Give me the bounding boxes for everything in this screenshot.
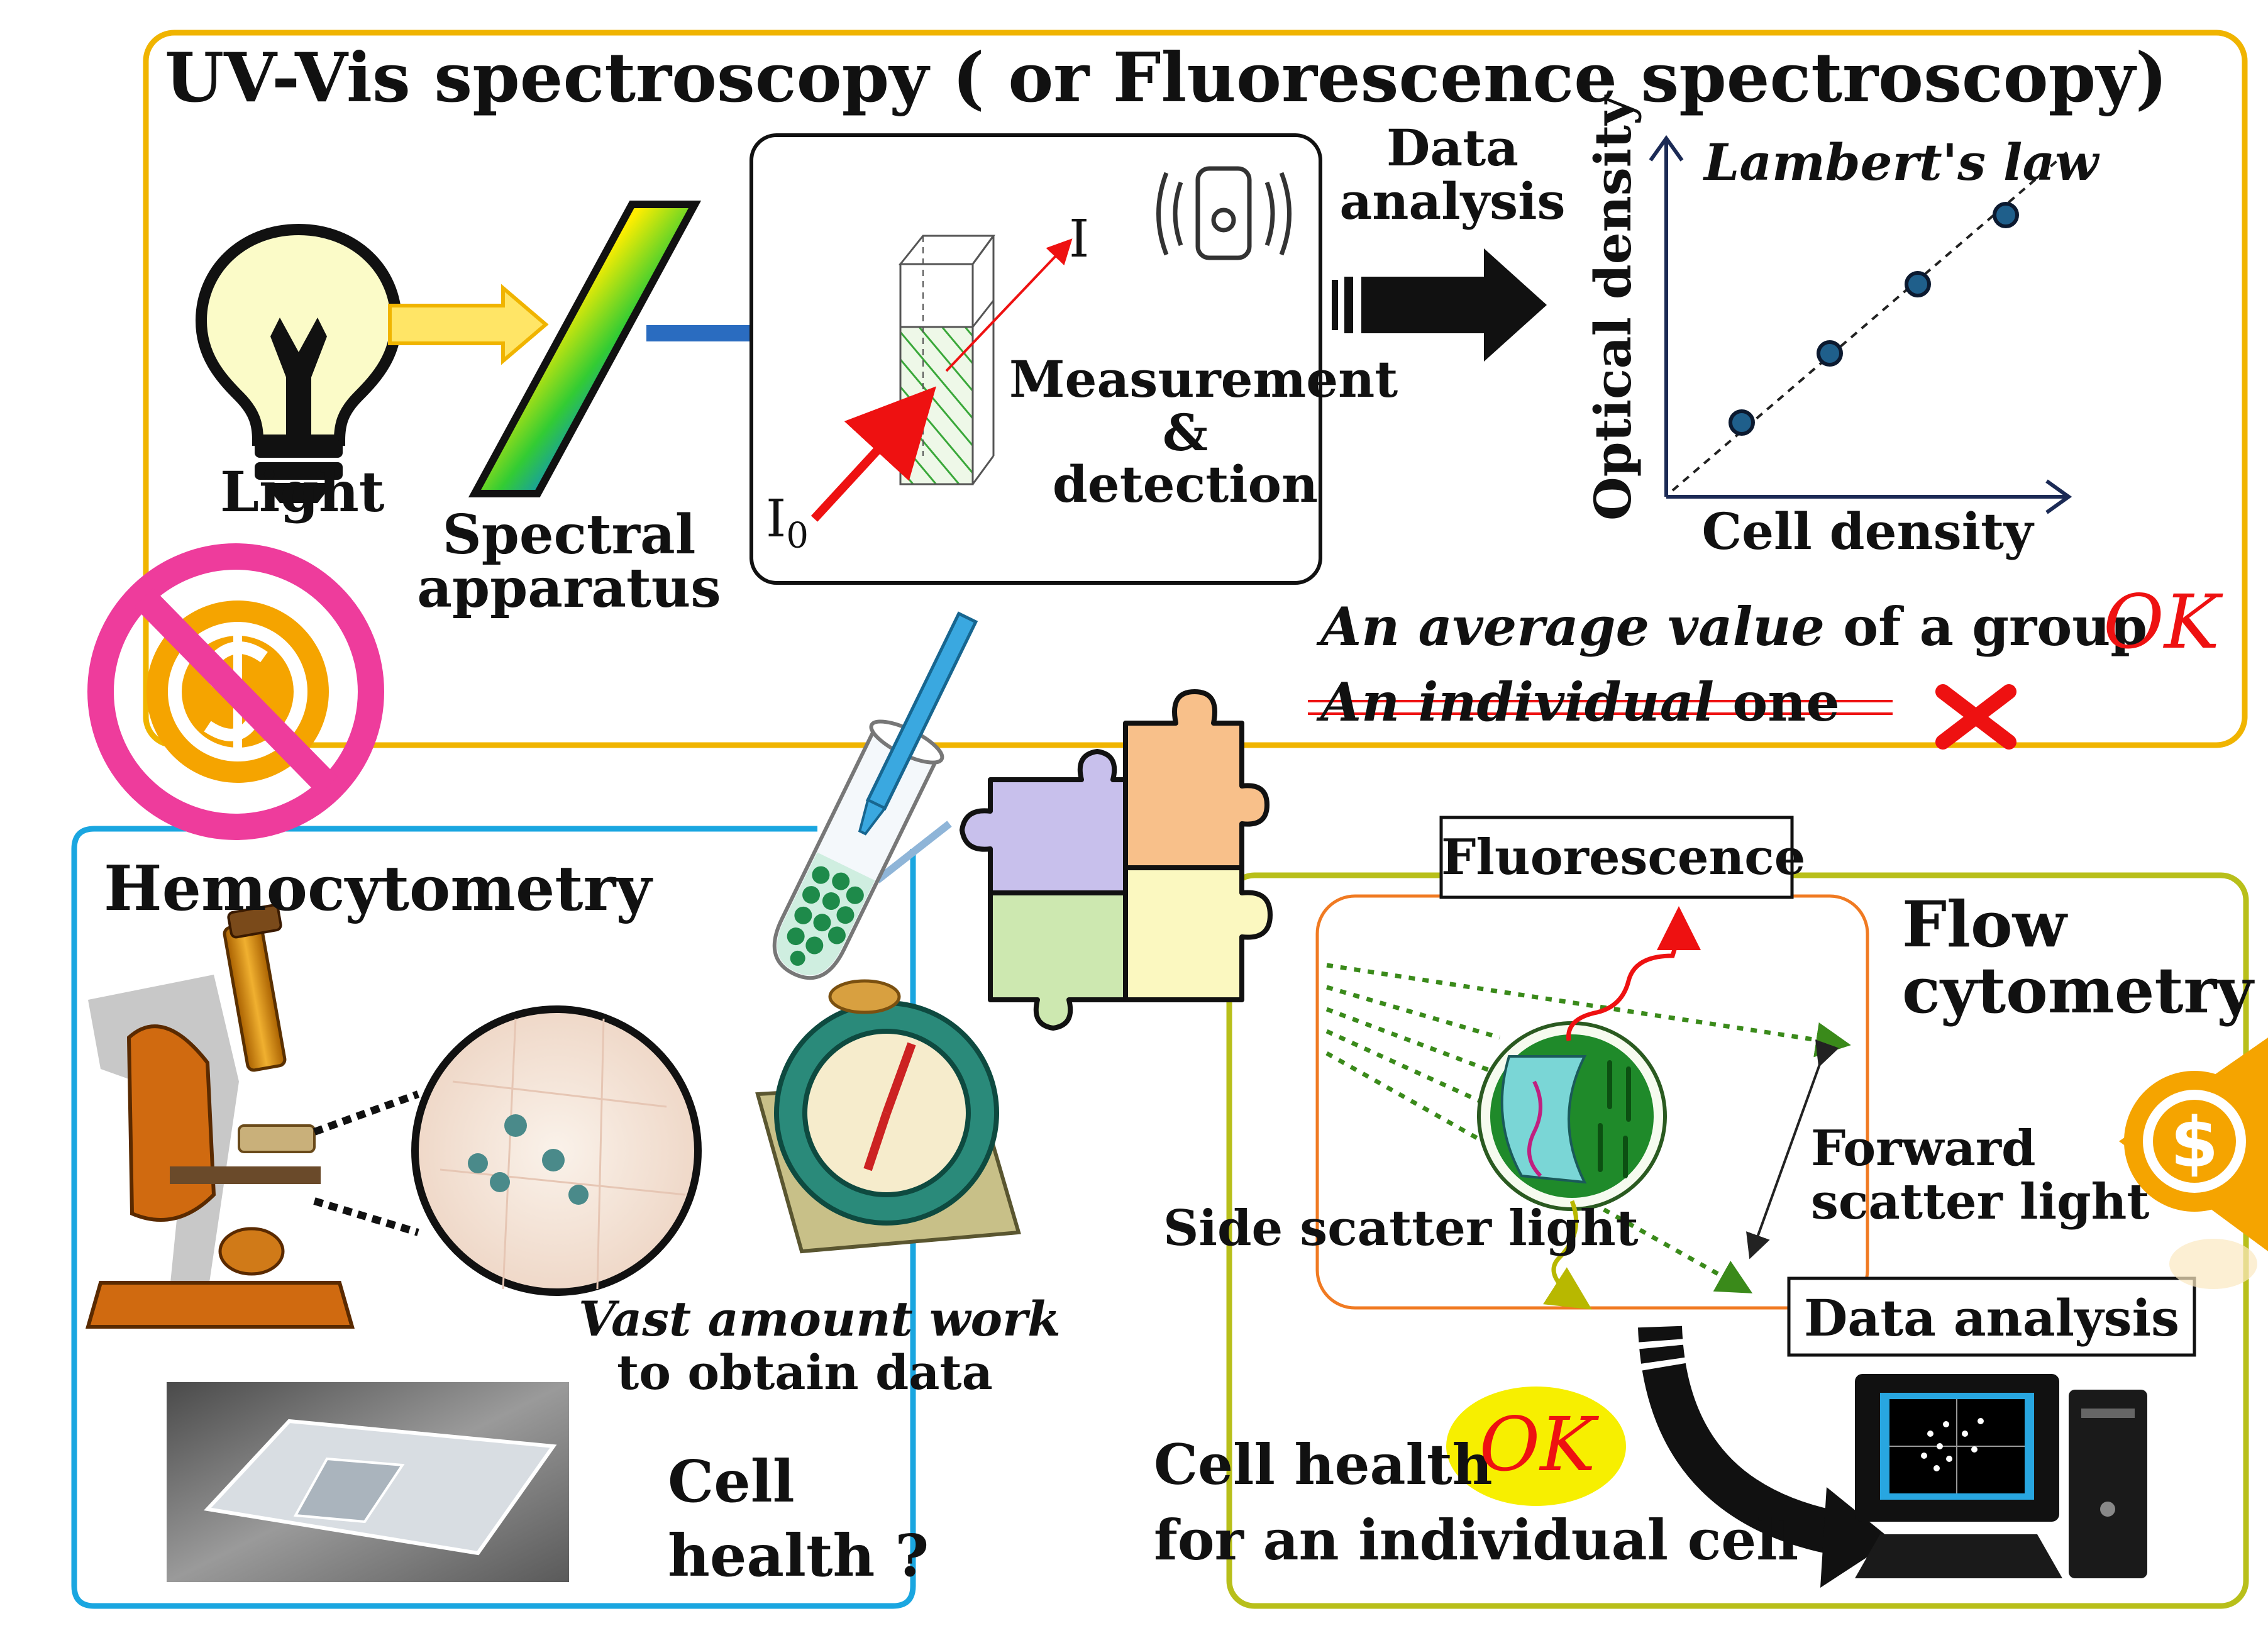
plant-cell-icon [1477, 1021, 1667, 1211]
chart-x-label: Cell density [1701, 502, 2033, 561]
svg-text:$: $ [2171, 1102, 2219, 1183]
alarm-clock-icon [755, 979, 1021, 1254]
analysis-arrow [1332, 248, 1547, 362]
forward-scatter-label-2: scatter light [1811, 1173, 2150, 1231]
hemo-panel-border [71, 826, 916, 1609]
red-x-icon [1935, 684, 2016, 750]
computer-icon [1855, 1374, 2147, 1578]
microscope-icon [86, 904, 420, 1329]
flow-health-2: for an individual cell [1154, 1507, 1799, 1573]
connector-line [875, 821, 952, 883]
spectral-label-2: apparatus [417, 556, 721, 620]
chart-axes [1649, 135, 2072, 514]
forward-scatter-label-1: Forward [1811, 1120, 2036, 1177]
no-money-icon [87, 543, 384, 840]
light-arrow [388, 284, 549, 365]
hemo-health-1: Cell [668, 1448, 795, 1515]
flow-title-1: Flow [1902, 887, 2067, 961]
individual-text: An individual one [1320, 671, 1840, 733]
transmitted-beam [945, 238, 1073, 372]
strike-lines [1308, 700, 1893, 715]
spectral-label-1: Spectral [442, 503, 696, 567]
flow-data-analysis-label: Data analysis [1803, 1288, 2180, 1348]
chart-layer [1671, 150, 2070, 492]
hemo-work-2: to obtain data [617, 1344, 993, 1400]
fluorescence-box [1439, 816, 1794, 899]
measurement-label-1: Measurement [1009, 350, 1398, 409]
coin-icon: $ [2119, 1038, 2268, 1289]
average-value-text: An average value of a group [1320, 595, 2148, 658]
uvvis-title: UV-Vis spectroscopy ( or Fluorescence sp… [165, 38, 2168, 118]
hemo-health-2: health ? [668, 1522, 929, 1590]
ok-badge [1446, 1387, 1626, 1506]
curved-analysis-arrow [1638, 1326, 1893, 1588]
uvvis-ok-label: OK [2103, 578, 2220, 665]
incident-beam [810, 386, 936, 522]
test-tube-icon [772, 611, 978, 980]
puzzle-icon [960, 689, 1273, 1031]
measurement-label-2: & [1162, 403, 1209, 462]
light-label: Light [220, 459, 385, 524]
chart-point [1993, 202, 2019, 228]
chart-point [1905, 271, 1931, 297]
spectral-prism-icon [468, 201, 702, 497]
detector-icon [1156, 166, 1292, 260]
light-bulb-icon [195, 223, 402, 503]
chart-point [1729, 409, 1755, 436]
flow-health-1: Cell health [1154, 1432, 1493, 1497]
hemo-title: Hemocytometry [104, 853, 652, 925]
side-scatter-label: Side scatter light [1163, 1200, 1639, 1257]
fluorescence-ray [1566, 906, 1701, 1041]
forward-scatter-arrow [1746, 1039, 1839, 1259]
measurement-label-3: detection [1052, 455, 1319, 514]
hemocytometer-slide-photo [167, 1382, 569, 1582]
data-analysis-label-2: analysis [1339, 172, 1566, 231]
magnified-cells-view [411, 1005, 702, 1296]
chart-trendline [1671, 150, 2070, 492]
beam-out-label: I [1069, 209, 1090, 269]
fluorescence-label: Fluorescence [1441, 829, 1806, 886]
data-analysis-box [1787, 1276, 2196, 1357]
emission-ray [1542, 1200, 1592, 1310]
flow-ok-label: OK [1479, 1401, 1596, 1488]
hemo-work-1: Vast amount work [578, 1291, 1061, 1347]
chart-y-label: Optical density [1583, 96, 1642, 521]
beam-in-label: I0 [766, 489, 809, 556]
chart-title: Lambert's law [1704, 133, 2099, 192]
data-analysis-label-1: Data [1386, 118, 1518, 177]
flow-title-2: cytometry [1902, 953, 2254, 1027]
chart-point [1817, 340, 1843, 367]
